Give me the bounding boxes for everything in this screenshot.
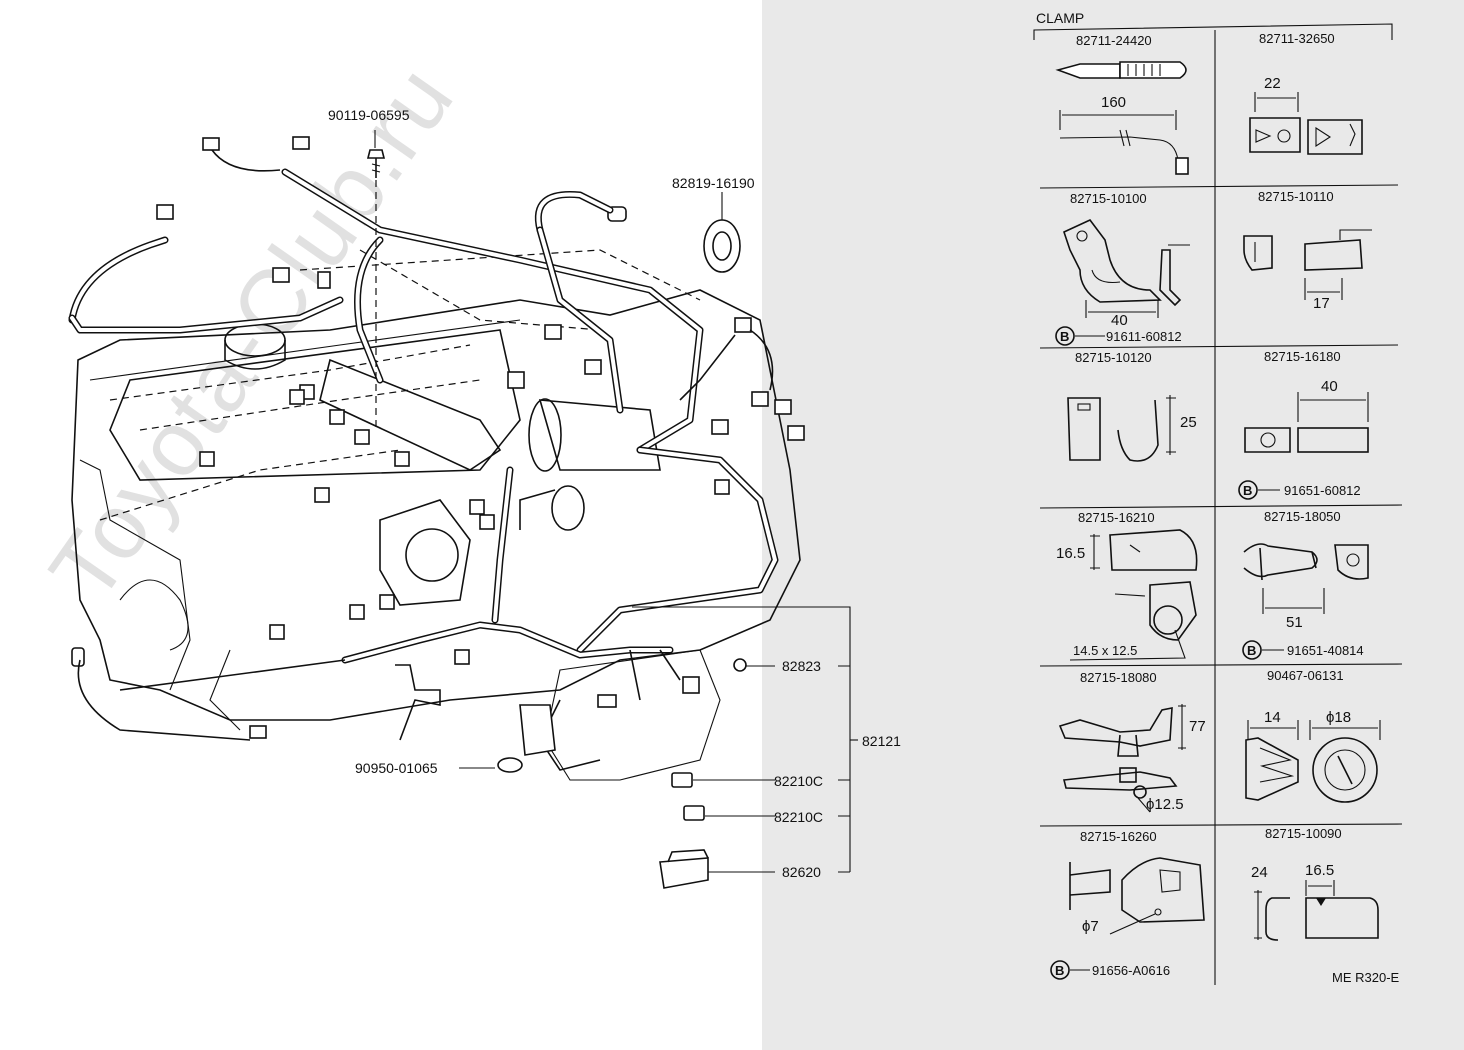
cell-3-bolt: 91611-60812 bbox=[1106, 329, 1182, 344]
callout-relay-1: 82210C bbox=[774, 773, 823, 789]
callout-fuse: 82823 bbox=[782, 658, 821, 674]
clamp-82715-18080-drawing bbox=[1058, 704, 1186, 813]
cell-2-part: 82711-32650 bbox=[1259, 31, 1335, 46]
clamp-table-title: CLAMP bbox=[1036, 10, 1084, 26]
clamp-82715-10120-drawing bbox=[1067, 395, 1176, 462]
cell-6-dim-1: 40 bbox=[1321, 378, 1338, 395]
callout-leaders bbox=[374, 130, 858, 873]
cell-11-part: 82715-16260 bbox=[1080, 829, 1157, 844]
lower-components bbox=[366, 149, 747, 889]
cell-4-dim-1: 17 bbox=[1313, 295, 1330, 312]
cell-9-dim-2: ϕ12.5 bbox=[1146, 796, 1184, 813]
cell-8-bolt: 91651-40814 bbox=[1287, 643, 1364, 658]
cell-2-dim-1: 22 bbox=[1264, 75, 1281, 92]
engine-illustration bbox=[71, 136, 805, 739]
cell-8-bolt-badge: B bbox=[1247, 643, 1256, 658]
bolt-90119 bbox=[366, 149, 386, 159]
cell-5-part: 82715-10120 bbox=[1075, 350, 1152, 365]
cell-6-bolt: 91651-60812 bbox=[1284, 483, 1361, 498]
cell-8-dim-1: 51 bbox=[1286, 614, 1303, 631]
cell-11-bolt-badge: B bbox=[1055, 963, 1064, 978]
clamp-82715-10090-drawing bbox=[1254, 880, 1379, 941]
cell-12-dim-2: 16.5 bbox=[1305, 862, 1334, 879]
grommet-82819 bbox=[703, 219, 741, 273]
clamp-90467-06131-drawing bbox=[1245, 720, 1381, 803]
relay-82210c-a bbox=[671, 772, 693, 788]
cell-6-bolt-badge: B bbox=[1243, 483, 1252, 498]
cell-1-dim-1: 160 bbox=[1101, 94, 1126, 111]
cell-10-dim-1: 14 bbox=[1264, 709, 1281, 726]
clamp-82715-18050-drawing bbox=[1242, 543, 1369, 660]
relay-82210c-b bbox=[683, 805, 705, 821]
cell-9-dim-1: 77 bbox=[1189, 718, 1206, 735]
cell-1-part: 82711-24420 bbox=[1076, 33, 1152, 48]
cell-10-dim-2: ϕ18 bbox=[1326, 709, 1351, 726]
clamp-82715-10100-drawing bbox=[1055, 219, 1190, 346]
clamp-82715-16260-drawing bbox=[1050, 857, 1205, 980]
clamp-82715-16210-drawing bbox=[1069, 529, 1198, 661]
clamp-82715-10110-drawing bbox=[1243, 229, 1372, 300]
clamp-table: CLAMP 82711-24420 82711-32650 82715-1010… bbox=[1033, 10, 1403, 985]
callout-bolt: 90119-06595 bbox=[328, 107, 410, 123]
cell-3-bolt-badge: B bbox=[1060, 329, 1069, 344]
cell-6-part: 82715-16180 bbox=[1264, 349, 1341, 364]
cell-5-dim-1: 25 bbox=[1180, 414, 1197, 431]
cell-7-part: 82715-16210 bbox=[1078, 510, 1155, 525]
callout-relay-2: 82210C bbox=[774, 809, 823, 825]
cell-7-dim-2: 14.5 x 12.5 bbox=[1073, 643, 1137, 658]
clamp-82715-16180-drawing bbox=[1238, 392, 1369, 500]
cell-11-bolt: 91656-A0616 bbox=[1092, 963, 1170, 978]
cell-3-dim-1: 40 bbox=[1111, 312, 1128, 329]
wire-harness-drawing bbox=[68, 149, 779, 771]
cell-12-dim-1: 24 bbox=[1251, 864, 1268, 881]
cell-3-part: 82715-10100 bbox=[1070, 191, 1147, 206]
cell-12-part: 82715-10090 bbox=[1265, 826, 1342, 841]
cell-7-dim-1: 16.5 bbox=[1056, 545, 1085, 562]
fuse-82823 bbox=[733, 658, 747, 672]
clamp-82711-32650-drawing bbox=[1249, 92, 1363, 155]
clamp-82711-24420-drawing bbox=[1055, 61, 1189, 175]
callout-grommet-bottom: 90950-01065 bbox=[355, 760, 438, 776]
cell-9-part: 82715-18080 bbox=[1080, 670, 1157, 685]
callout-harness: 82121 bbox=[862, 733, 901, 749]
cell-4-part: 82715-10110 bbox=[1258, 189, 1334, 204]
cell-11-dim-1: ϕ7 bbox=[1082, 918, 1099, 935]
relay-block-82620 bbox=[659, 857, 709, 889]
clamp-panel-background bbox=[762, 0, 1464, 1050]
cell-10-part: 90467-06131 bbox=[1267, 668, 1344, 683]
cell-8-part: 82715-18050 bbox=[1264, 509, 1341, 524]
callout-grommet-top: 82819-16190 bbox=[672, 175, 755, 191]
callout-relay-block: 82620 bbox=[782, 864, 821, 880]
footer-code: ME R320-E bbox=[1332, 970, 1400, 985]
